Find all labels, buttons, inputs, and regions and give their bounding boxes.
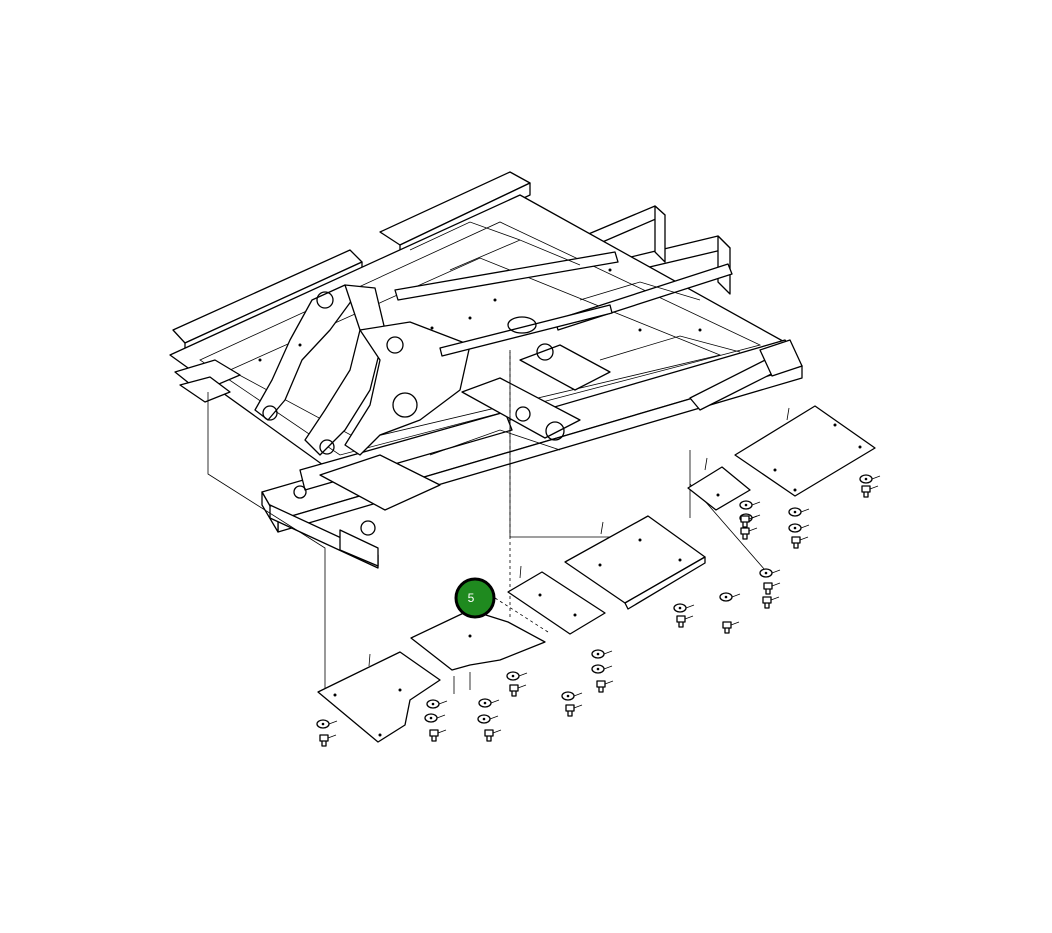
bolt [429, 729, 439, 742]
bolt [740, 527, 750, 540]
bolt [861, 485, 871, 498]
leader-tick [748, 527, 758, 532]
leader-tick [871, 475, 881, 480]
bolt [762, 596, 772, 609]
leader-tick [684, 615, 694, 620]
leader-tick [771, 582, 781, 587]
bolt [509, 684, 519, 697]
leader-tick [748, 515, 758, 520]
callout-5[interactable]: 5 [454, 577, 496, 619]
leader-tick [730, 621, 740, 626]
leader-tick [437, 729, 447, 734]
leader-tick [800, 508, 810, 513]
leader-tick [328, 720, 338, 725]
callout-badge[interactable] [454, 577, 496, 619]
leader-tick [489, 715, 499, 720]
leader-tick [518, 672, 528, 677]
leader-tick [604, 680, 614, 685]
bolt [791, 536, 801, 549]
frame-assembly [169, 171, 803, 569]
leader-tick [327, 734, 337, 739]
leader-tick [869, 485, 879, 490]
washer-hole [596, 667, 600, 671]
bolt [484, 729, 494, 742]
washer-hole [793, 526, 797, 530]
leader-tick [685, 604, 695, 609]
washer-hole [764, 571, 768, 575]
bolt [319, 734, 329, 747]
leader-tick [490, 699, 500, 704]
washer-hole [596, 652, 600, 656]
leader-tick [603, 650, 613, 655]
cover-plate-bottom-left [317, 651, 441, 743]
bolt [722, 621, 732, 634]
bolt [740, 515, 750, 528]
leader-tick [492, 729, 502, 734]
washer-hole [483, 701, 487, 705]
leader-tick [731, 593, 741, 598]
callout-label: 5 [468, 591, 475, 605]
washer-hole [678, 606, 682, 610]
washer-hole [864, 477, 868, 481]
leader-lines [207, 350, 766, 690]
leader-tick [438, 700, 448, 705]
washer-hole [482, 717, 486, 721]
leader-tick [771, 569, 781, 574]
washer-hole [566, 694, 570, 698]
washer-hole [793, 510, 797, 514]
leader-tick [517, 684, 527, 689]
washer-hole [431, 702, 435, 706]
bolt [763, 582, 773, 595]
washer-hole [724, 595, 728, 599]
leader-tick [770, 596, 780, 601]
leader-tick [799, 536, 809, 541]
bolt [596, 680, 606, 693]
leader-tick [751, 501, 761, 506]
bolt [676, 615, 686, 628]
cover-plate-right-center [564, 515, 706, 610]
washer-hole [321, 722, 325, 726]
bolt [565, 704, 575, 717]
cover-plate-center [507, 565, 606, 635]
cover-plate-far-right [734, 405, 876, 497]
leader-tick [573, 704, 583, 709]
fastener-set [316, 474, 881, 747]
washer-hole [744, 503, 748, 507]
leader-tick [573, 692, 583, 697]
leader-tick [436, 714, 446, 719]
leader-tick [603, 665, 613, 670]
washer-hole [429, 716, 433, 720]
cover-plate-small [687, 457, 751, 511]
washer-hole [511, 674, 515, 678]
leader-tick [800, 524, 810, 529]
